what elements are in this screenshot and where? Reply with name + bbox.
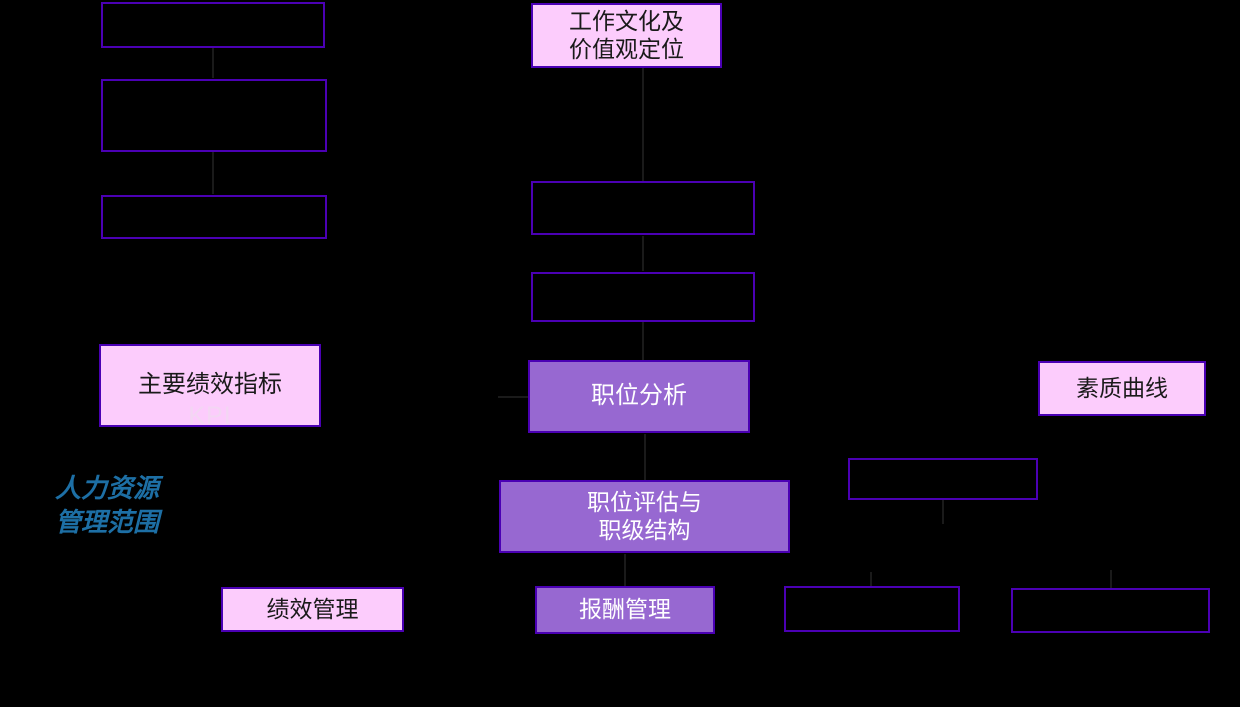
performance-mgmt-label: 绩效管理 [266, 596, 359, 622]
connector-center-3-4 [642, 322, 644, 360]
connector-center-2-3 [642, 236, 644, 271]
compensation-mgmt-box[interactable]: 报酬管理 [535, 586, 715, 634]
connector-left-1-2 [212, 46, 214, 78]
box-top-left[interactable] [101, 2, 325, 48]
work-culture-values-box[interactable]: 工作文化及 价值观定位 [531, 3, 722, 68]
box-center-lower[interactable] [531, 272, 755, 322]
job-analysis-box[interactable]: 职位分析 [528, 360, 750, 433]
box-bottom-right-2[interactable] [1011, 588, 1210, 633]
connector-right-mid-down [942, 498, 944, 524]
connector-center-4-5 [644, 434, 646, 480]
box-upper-left[interactable] [101, 79, 327, 152]
kpi-box[interactable]: 主要绩效指标 [99, 344, 321, 427]
competency-curve-box[interactable]: 素质曲线 [1038, 361, 1206, 416]
kpi-label: 主要绩效指标 [138, 372, 282, 399]
box-mid-left[interactable] [101, 195, 327, 239]
work-culture-values-label: 工作文化及 价值观定位 [569, 9, 684, 62]
job-eval-grade-box[interactable]: 职位评估与 职级结构 [499, 480, 790, 553]
box-bottom-right-1[interactable] [784, 586, 960, 632]
box-center-upper[interactable] [531, 181, 755, 235]
connector-bottom-right-1-up [870, 572, 872, 590]
hr-scope-caption: 人力资源 管理范围 [55, 474, 160, 537]
performance-mgmt-box[interactable]: 绩效管理 [221, 587, 404, 632]
box-right-mid[interactable] [848, 458, 1038, 500]
job-analysis-label: 职位分析 [591, 383, 687, 410]
connector-bottom-right-2-up [1110, 570, 1112, 590]
connector-kpi-to-job-analysis [498, 396, 530, 398]
connector-left-2-3 [212, 150, 214, 194]
job-eval-grade-label: 职位评估与 职级结构 [587, 490, 702, 543]
compensation-mgmt-label: 报酬管理 [579, 597, 671, 623]
competency-curve-label: 素质曲线 [1076, 375, 1168, 401]
connector-center-5-6 [624, 554, 626, 586]
connector-center-1-2 [642, 68, 644, 181]
